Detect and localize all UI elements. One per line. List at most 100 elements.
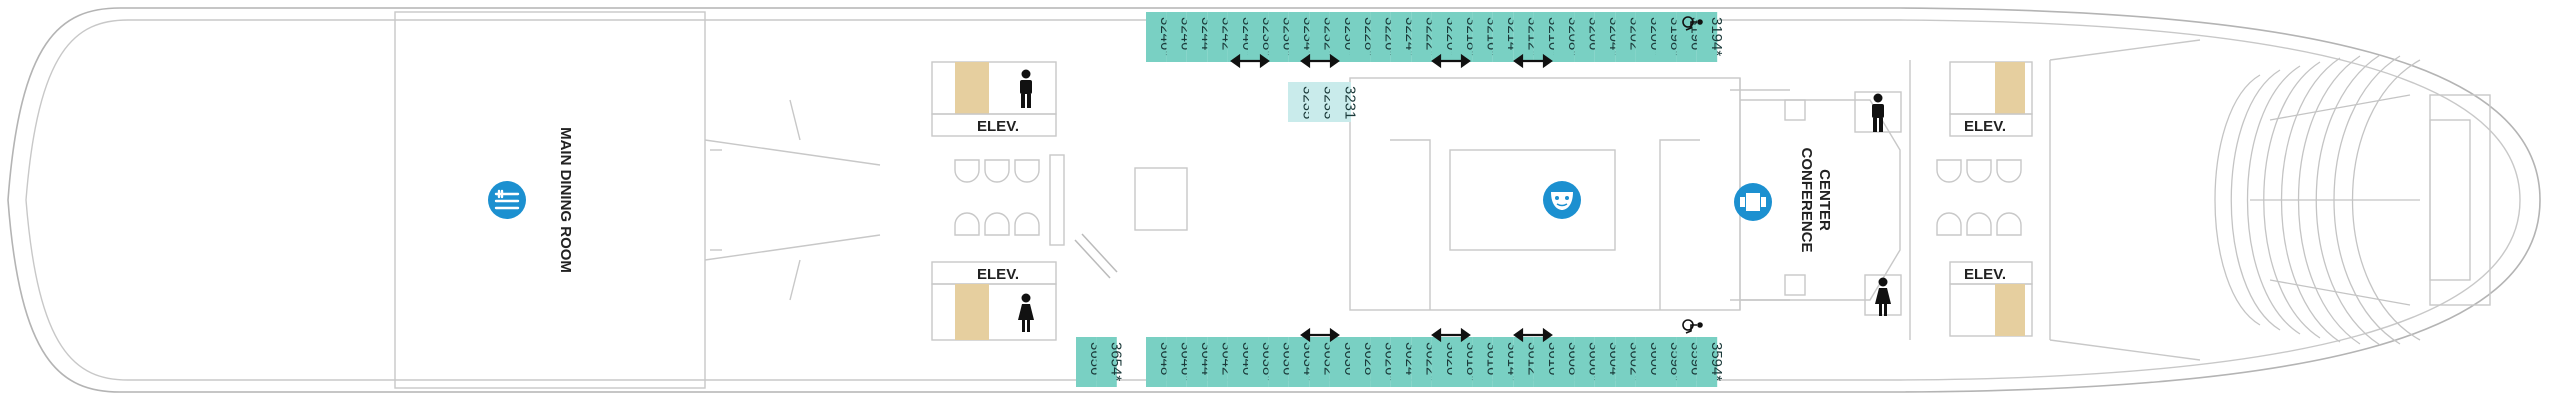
cabin-cell [1227,12,1248,62]
restroom-women-icon [1018,293,1034,332]
restroom-men-icon [1020,69,1032,108]
cabin-cell [1207,12,1228,62]
cabin-cell [1390,337,1412,387]
wall-line [704,234,881,261]
cabin-cell [1472,12,1493,62]
wheelchair-icon [1682,16,1703,31]
elevator-fwd-top [931,113,1057,137]
cabin-cell [1533,12,1554,62]
elevator-bank-fwd [954,154,1065,246]
cabin-cell [1615,12,1636,62]
elevator-bank-aft [1936,159,2022,236]
stairs-fwd-bottom [955,284,989,340]
stair-block-aft-bottom [1949,283,2033,337]
cabin-cell [1554,12,1575,62]
theater-walls [1390,139,1700,310]
theater-mask-icon [1543,181,1581,219]
restroom-men-box-aft [1854,91,1902,133]
elevator-aft-top [1949,113,2033,137]
cabin-cell [1330,82,1351,122]
cabin-cell [1431,12,1452,62]
cabin-number: 3594* [1708,342,1725,381]
cabin-cell [1696,337,1718,387]
stair-block-fwd-top [931,61,1057,115]
conference-area [1740,99,1901,301]
restroom-women-icon [1875,277,1891,316]
cabin-cell [1309,337,1330,387]
cabin-cell [1472,337,1493,387]
cabin-cell [1492,337,1514,387]
conference-label-1: CONFERENCE [1798,147,1815,252]
cabin-cell [1554,337,1575,387]
cabin-cell [1076,337,1097,387]
connecting-arrow-icon [1431,53,1471,69]
cabin-number: 3194* [1708,17,1725,56]
cabin-cell [1248,12,1269,62]
cabin-cell [1166,337,1187,387]
elev-label: ELEV. [1964,118,2006,135]
cabin-cell [1288,12,1310,62]
cabin-cell [1329,12,1350,62]
wall-line [789,99,801,301]
cabin-cell [1370,337,1391,387]
cabin-cell [1594,12,1616,62]
stairs-fwd-top [955,62,989,114]
cabin-cell [1166,12,1187,62]
cabin-cell [1452,337,1473,387]
kiosk-box [1134,167,1188,231]
cabin-cell [1533,337,1554,387]
cabin-cell [1411,337,1432,387]
cabin-number: 3654* [1108,342,1125,381]
elev-label: ELEV. [977,118,1019,135]
cabin-cell [1288,337,1310,387]
stairs-aft-top [1995,62,2025,114]
restroom-men-icon [1872,93,1884,132]
cabin-cell [1513,12,1534,62]
hull-outline [7,7,2541,393]
main-dining-label: MAIN DINING ROOM [557,127,574,273]
wall-line [704,139,881,166]
pillar [1784,274,1806,296]
cabin-cell [1574,12,1595,62]
elev-label: ELEV. [1964,266,2006,283]
restroom-women-box-aft [1864,274,1902,316]
cabin-cell [1656,12,1677,62]
elev-label: ELEV. [977,266,1019,283]
cabin-cell [1635,12,1656,62]
cabin-cell [1696,12,1718,62]
cabin-cell [1350,337,1371,387]
cabin-cell [1594,337,1616,387]
escalator [1074,233,1118,279]
connecting-arrow-icon [1513,327,1553,343]
stairs-aft-bottom [1995,284,2025,336]
cabin-cell [1248,337,1269,387]
wheelchair-icon [1682,319,1703,334]
cabin-cell [1492,12,1514,62]
cabin-cell [1390,12,1412,62]
aft-walls [1909,39,2201,361]
aft-stage [2429,94,2491,306]
cabin-cell [1268,337,1289,387]
cabin-cell [1096,337,1117,387]
cabin-cell [1227,337,1248,387]
connecting-arrows [1230,53,1553,343]
cabin-cell [1350,12,1371,62]
cabin-cell [1431,337,1452,387]
cabin-cell [1268,12,1289,62]
connecting-arrow-icon [1230,53,1270,69]
theater-stage [1449,149,1616,251]
cabin-cell [1309,12,1330,62]
cabin-cell [1370,12,1391,62]
cabin-cell [1186,12,1208,62]
stair-block-fwd-bottom [931,283,1057,341]
cabin-cell [1452,12,1473,62]
cabin-cell [1146,337,1167,387]
connecting-arrow-icon [1431,327,1471,343]
cabin-cell [1329,337,1350,387]
cabin-cell [1635,337,1656,387]
connecting-arrow-icon [1513,53,1553,69]
dining-icon [488,181,526,219]
